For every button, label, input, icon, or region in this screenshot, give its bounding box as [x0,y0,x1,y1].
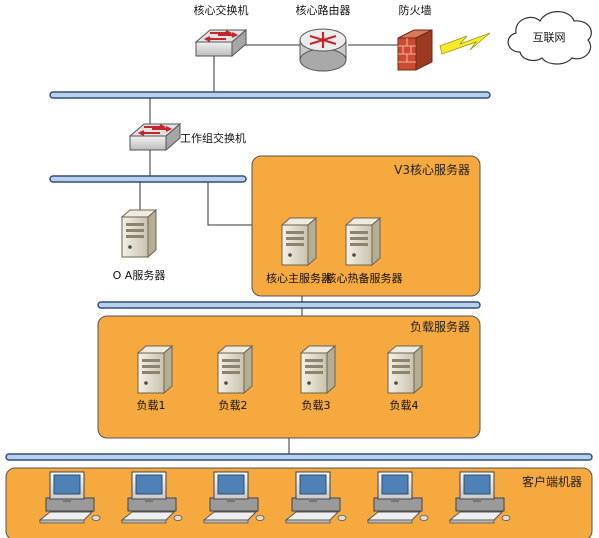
load-server-3: 负载3 [300,345,336,412]
server-icon [387,345,423,394]
firewall: 防火墙 [397,3,433,71]
group-title: 负载服务器 [410,319,470,334]
server-icon [217,345,253,394]
v3-core-server-group: V3核心服务器 核心主服务器 核心热备服务器 [251,155,481,297]
core-switch: 核心交换机 [194,3,249,57]
router-icon [299,28,347,72]
core-router-label: 核心路由器 [296,3,351,17]
oa-server-label: O A服务器 [113,269,166,282]
network-bus [5,453,593,461]
load-server-1: 负载1 [137,345,173,412]
server-icon [121,209,157,258]
load-server-label: 负载1 [137,398,166,412]
load-server-2: 负载2 [217,345,253,412]
switch-icon [195,29,247,57]
cloud-icon [507,11,592,65]
server-icon [300,345,336,394]
network-bus [49,175,247,183]
load-server-label: 负载3 [302,398,331,412]
firewall-icon [397,29,433,71]
core-main-server-label: 核心主服务器 [266,271,332,285]
core-hot-standby-label: 核心热备服务器 [326,271,403,285]
group-title: V3核心服务器 [394,162,470,177]
workgroup-switch: 工作组交换机 [129,123,246,151]
workgroup-switch-label: 工作组交换机 [180,131,246,145]
core-hot-standby-server: 核心热备服务器 [326,217,403,285]
network-bus [97,301,481,309]
oa-server: O A服务器 [113,209,166,282]
load-server-label: 负载4 [390,398,419,412]
core-main-server: 核心主服务器 [266,217,332,285]
server-icon [281,217,317,266]
firewall-label: 防火墙 [399,3,432,17]
server-icon [137,345,173,394]
switch-icon [129,123,181,151]
load-server-label: 负载2 [219,398,248,412]
lightning-icon [439,32,491,55]
internet-cloud: 互联网 [507,11,592,65]
load-server-group: 负载服务器 负载1 负载2 负载3 负载4 [97,315,481,439]
internet-label: 互联网 [533,31,566,44]
network-bus [49,91,491,99]
group-title: 客户端机器 [522,474,582,489]
core-switch-label: 核心交换机 [194,3,249,17]
core-router: 核心路由器 [296,3,351,72]
server-icon [345,217,381,266]
client-group: 客户端机器 [5,467,593,538]
load-server-4: 负载4 [387,345,423,412]
